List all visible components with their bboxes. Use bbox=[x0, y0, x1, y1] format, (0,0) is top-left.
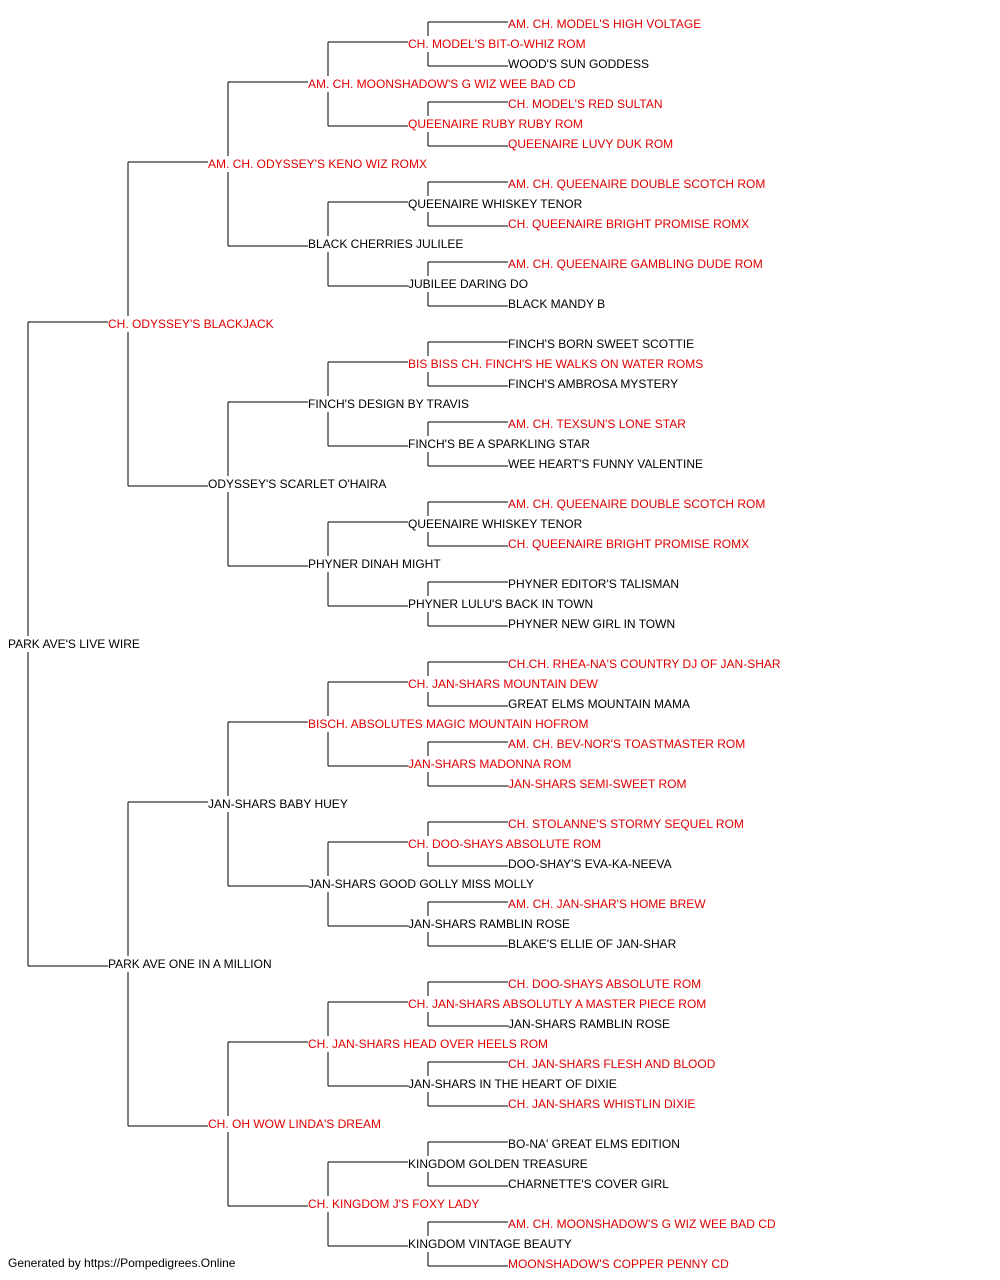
ancestor-name: BO-NA' GREAT ELMS EDITION bbox=[508, 1137, 680, 1151]
subject-name: PARK AVE'S LIVE WIRE bbox=[8, 637, 140, 651]
ancestor-name: AM. CH. BEV-NOR'S TOASTMASTER ROM bbox=[508, 737, 745, 751]
ancestor-name: CH. DOO-SHAYS ABSOLUTE ROM bbox=[508, 977, 701, 991]
ancestor-name: CH. JAN-SHARS ABSOLUTLY A MASTER PIECE R… bbox=[408, 997, 706, 1011]
ancestor-name: PHYNER DINAH MIGHT bbox=[308, 557, 441, 571]
ancestor-name: AM. CH. TEXSUN'S LONE STAR bbox=[508, 417, 686, 431]
ancestor-name: FINCH'S BORN SWEET SCOTTIE bbox=[508, 337, 694, 351]
ancestor-name: CH.CH. RHEA-NA'S COUNTRY DJ OF JAN-SHAR bbox=[508, 657, 781, 671]
ancestor-name: QUEENAIRE RUBY RUBY ROM bbox=[408, 117, 583, 131]
ancestor-name: CH. QUEENAIRE BRIGHT PROMISE ROMX bbox=[508, 537, 749, 551]
ancestor-name: QUEENAIRE LUVY DUK ROM bbox=[508, 137, 673, 151]
ancestor-name: CH. MODEL'S BIT-O-WHIZ ROM bbox=[408, 37, 586, 51]
ancestor-name: KINGDOM GOLDEN TREASURE bbox=[408, 1157, 588, 1171]
ancestor-name: JAN-SHARS SEMI-SWEET ROM bbox=[508, 777, 686, 791]
ancestor-name: AM. CH. MODEL'S HIGH VOLTAGE bbox=[508, 17, 701, 31]
ancestor-name: BIS BISS CH. FINCH'S HE WALKS ON WATER R… bbox=[408, 357, 703, 371]
ancestor-name: AM. CH. QUEENAIRE DOUBLE SCOTCH ROM bbox=[508, 177, 765, 191]
ancestor-name: CH. QUEENAIRE BRIGHT PROMISE ROMX bbox=[508, 217, 749, 231]
footer-credit: Generated by https://Pompedigrees.Online bbox=[8, 1256, 236, 1270]
ancestor-name: JUBILEE DARING DO bbox=[408, 277, 528, 291]
ancestor-name: CH. JAN-SHARS WHISTLIN DIXIE bbox=[508, 1097, 695, 1111]
ancestor-name: AM. CH. MOONSHADOW'S G WIZ WEE BAD CD bbox=[508, 1217, 776, 1231]
ancestor-name: JAN-SHARS MADONNA ROM bbox=[408, 757, 571, 771]
ancestor-name: WEE HEART'S FUNNY VALENTINE bbox=[508, 457, 703, 471]
ancestor-name: FINCH'S AMBROSA MYSTERY bbox=[508, 377, 678, 391]
ancestor-name: CH. OH WOW LINDA'S DREAM bbox=[208, 1117, 381, 1131]
ancestor-name: WOOD'S SUN GODDESS bbox=[508, 57, 649, 71]
ancestor-name: CH. KINGDOM J'S FOXY LADY bbox=[308, 1197, 479, 1211]
ancestor-name: FINCH'S DESIGN BY TRAVIS bbox=[308, 397, 469, 411]
ancestor-name: KINGDOM VINTAGE BEAUTY bbox=[408, 1237, 572, 1251]
ancestor-name: AM. CH. ODYSSEY'S KENO WIZ ROMX bbox=[208, 157, 427, 171]
ancestor-name: CH. JAN-SHARS FLESH AND BLOOD bbox=[508, 1057, 716, 1071]
ancestor-name: CHARNETTE'S COVER GIRL bbox=[508, 1177, 669, 1191]
ancestor-name: AM. CH. JAN-SHAR'S HOME BREW bbox=[508, 897, 706, 911]
ancestor-name: GREAT ELMS MOUNTAIN MAMA bbox=[508, 697, 690, 711]
ancestor-name: PHYNER EDITOR'S TALISMAN bbox=[508, 577, 679, 591]
connector-lines bbox=[27, 21, 508, 1267]
ancestor-labels: PARK AVE'S LIVE WIRE CH. ODYSSEY'S BLACKJ… bbox=[8, 17, 781, 1271]
ancestor-name: JAN-SHARS IN THE HEART OF DIXIE bbox=[408, 1077, 617, 1091]
ancestor-name: BLACK MANDY B bbox=[508, 297, 605, 311]
ancestor-name: CH. MODEL'S RED SULTAN bbox=[508, 97, 663, 111]
ancestor-name: PHYNER NEW GIRL IN TOWN bbox=[508, 617, 675, 631]
ancestor-name: DOO-SHAY'S EVA-KA-NEEVA bbox=[508, 857, 672, 871]
ancestor-name: CH. JAN-SHARS MOUNTAIN DEW bbox=[408, 677, 598, 691]
ancestor-name: PHYNER LULU'S BACK IN TOWN bbox=[408, 597, 593, 611]
ancestor-name: BISCH. ABSOLUTES MAGIC MOUNTAIN HOFROM bbox=[308, 717, 588, 731]
ancestor-name: FINCH'S BE A SPARKLING STAR bbox=[408, 437, 590, 451]
ancestor-name: JAN-SHARS BABY HUEY bbox=[208, 797, 348, 811]
ancestor-name: QUEENAIRE WHISKEY TENOR bbox=[408, 197, 583, 211]
ancestor-name: JAN-SHARS RAMBLIN ROSE bbox=[408, 917, 570, 931]
ancestor-name: AM. CH. QUEENAIRE GAMBLING DUDE ROM bbox=[508, 257, 763, 271]
ancestor-name: PARK AVE ONE IN A MILLION bbox=[108, 957, 272, 971]
ancestor-name: BLACK CHERRIES JULILEE bbox=[308, 237, 463, 251]
ancestor-name: CH. STOLANNE'S STORMY SEQUEL ROM bbox=[508, 817, 744, 831]
ancestor-name: CH. ODYSSEY'S BLACKJACK bbox=[108, 317, 274, 331]
ancestor-name: ODYSSEY'S SCARLET O'HAIRA bbox=[208, 477, 386, 491]
ancestor-name: JAN-SHARS RAMBLIN ROSE bbox=[508, 1017, 670, 1031]
ancestor-name: JAN-SHARS GOOD GOLLY MISS MOLLY bbox=[308, 877, 534, 891]
ancestor-name: QUEENAIRE WHISKEY TENOR bbox=[408, 517, 583, 531]
ancestor-name: BLAKE'S ELLIE OF JAN-SHAR bbox=[508, 937, 677, 951]
ancestor-name: CH. JAN-SHARS HEAD OVER HEELS ROM bbox=[308, 1037, 548, 1051]
ancestor-name: MOONSHADOW'S COPPER PENNY CD bbox=[508, 1257, 729, 1271]
ancestor-name: AM. CH. QUEENAIRE DOUBLE SCOTCH ROM bbox=[508, 497, 765, 511]
ancestor-name: CH. DOO-SHAYS ABSOLUTE ROM bbox=[408, 837, 601, 851]
ancestor-name: AM. CH. MOONSHADOW'S G WIZ WEE BAD CD bbox=[308, 77, 576, 91]
